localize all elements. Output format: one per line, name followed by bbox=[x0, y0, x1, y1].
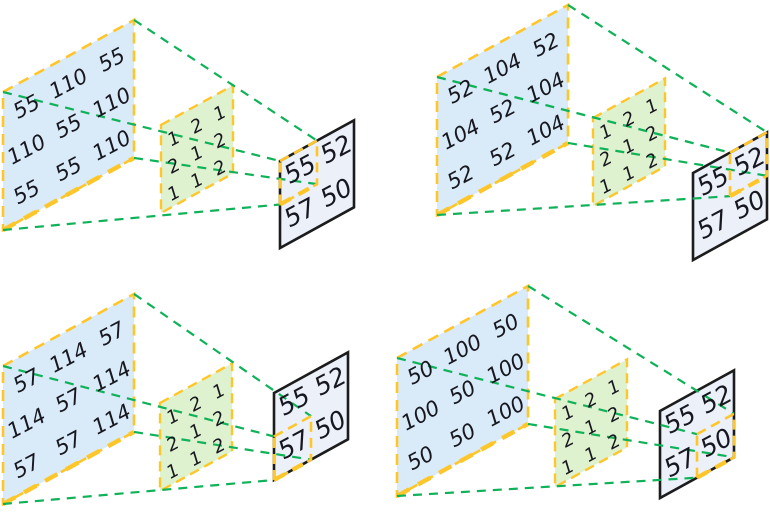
connector-line-bl bbox=[2, 478, 275, 506]
connector-line-bl bbox=[436, 195, 731, 217]
connector-line-br bbox=[133, 430, 312, 461]
kernel-matrix bbox=[591, 76, 667, 209]
connector-line-tl bbox=[436, 75, 731, 154]
input-matrix-bottom-edge bbox=[1, 430, 136, 506]
input-matrix bbox=[1, 291, 136, 507]
input-matrix bbox=[435, 2, 570, 218]
input-matrix bbox=[1, 17, 136, 233]
connector-line-br bbox=[527, 422, 735, 459]
connector-line-tr bbox=[527, 285, 735, 415]
connector-line-tr bbox=[567, 4, 768, 134]
kernel-matrix bbox=[158, 361, 234, 494]
kernel-matrix bbox=[553, 357, 629, 490]
input-matrix-bottom-edge bbox=[1, 156, 136, 232]
highlight-cell-bottom-edge bbox=[728, 173, 769, 198]
connector-line-tr bbox=[133, 293, 312, 418]
highlight-cell-bottom-edge bbox=[278, 182, 319, 207]
connector-line-tr bbox=[133, 19, 318, 142]
highlight-cell-box bbox=[695, 411, 736, 480]
connector-line-bl bbox=[396, 476, 698, 498]
kernel-matrix bbox=[159, 83, 235, 216]
input-matrix-bottom-edge bbox=[435, 141, 570, 217]
input-matrix-bottom-edge bbox=[395, 422, 530, 498]
connector-line-bl bbox=[2, 203, 281, 232]
highlight-cell-bottom-edge bbox=[695, 455, 736, 480]
connector-line-tl bbox=[396, 356, 698, 436]
connector-line-br bbox=[567, 141, 768, 177]
input-matrix bbox=[395, 283, 530, 499]
highlight-cell-bottom-edge bbox=[272, 457, 313, 482]
